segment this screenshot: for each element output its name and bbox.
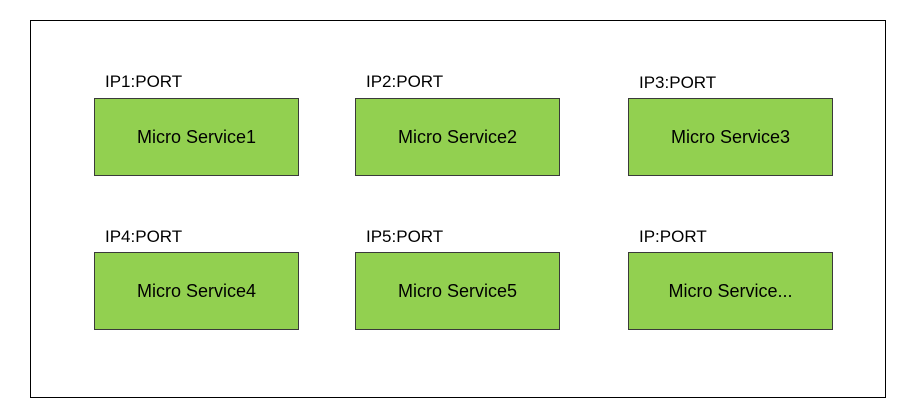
micro-service-box: Micro Service... [628, 252, 833, 330]
micro-service-name: Micro Service3 [670, 126, 791, 147]
micro-service-box: Micro Service5 [355, 252, 560, 330]
micro-service-name: Micro Service... [668, 280, 793, 301]
micro-service-name: Micro Service5 [397, 280, 518, 301]
service-address-label: IP:PORT [639, 227, 707, 246]
micro-service-box: Micro Service4 [94, 252, 299, 330]
micro-service-name: Micro Service4 [136, 280, 257, 301]
micro-service-box: Micro Service2 [355, 98, 560, 176]
micro-service-name: Micro Service2 [397, 126, 518, 147]
diagram-frame [30, 20, 886, 398]
micro-service-name: Micro Service1 [136, 126, 257, 147]
micro-service-box: Micro Service1 [94, 98, 299, 176]
service-address-label: IP5:PORT [366, 227, 444, 246]
service-address-label: IP4:PORT [105, 227, 183, 246]
service-address-label: IP1:PORT [105, 72, 183, 91]
service-address-label: IP2:PORT [366, 72, 444, 91]
service-address-label: IP3:PORT [639, 73, 717, 92]
micro-service-box: Micro Service3 [628, 98, 833, 176]
